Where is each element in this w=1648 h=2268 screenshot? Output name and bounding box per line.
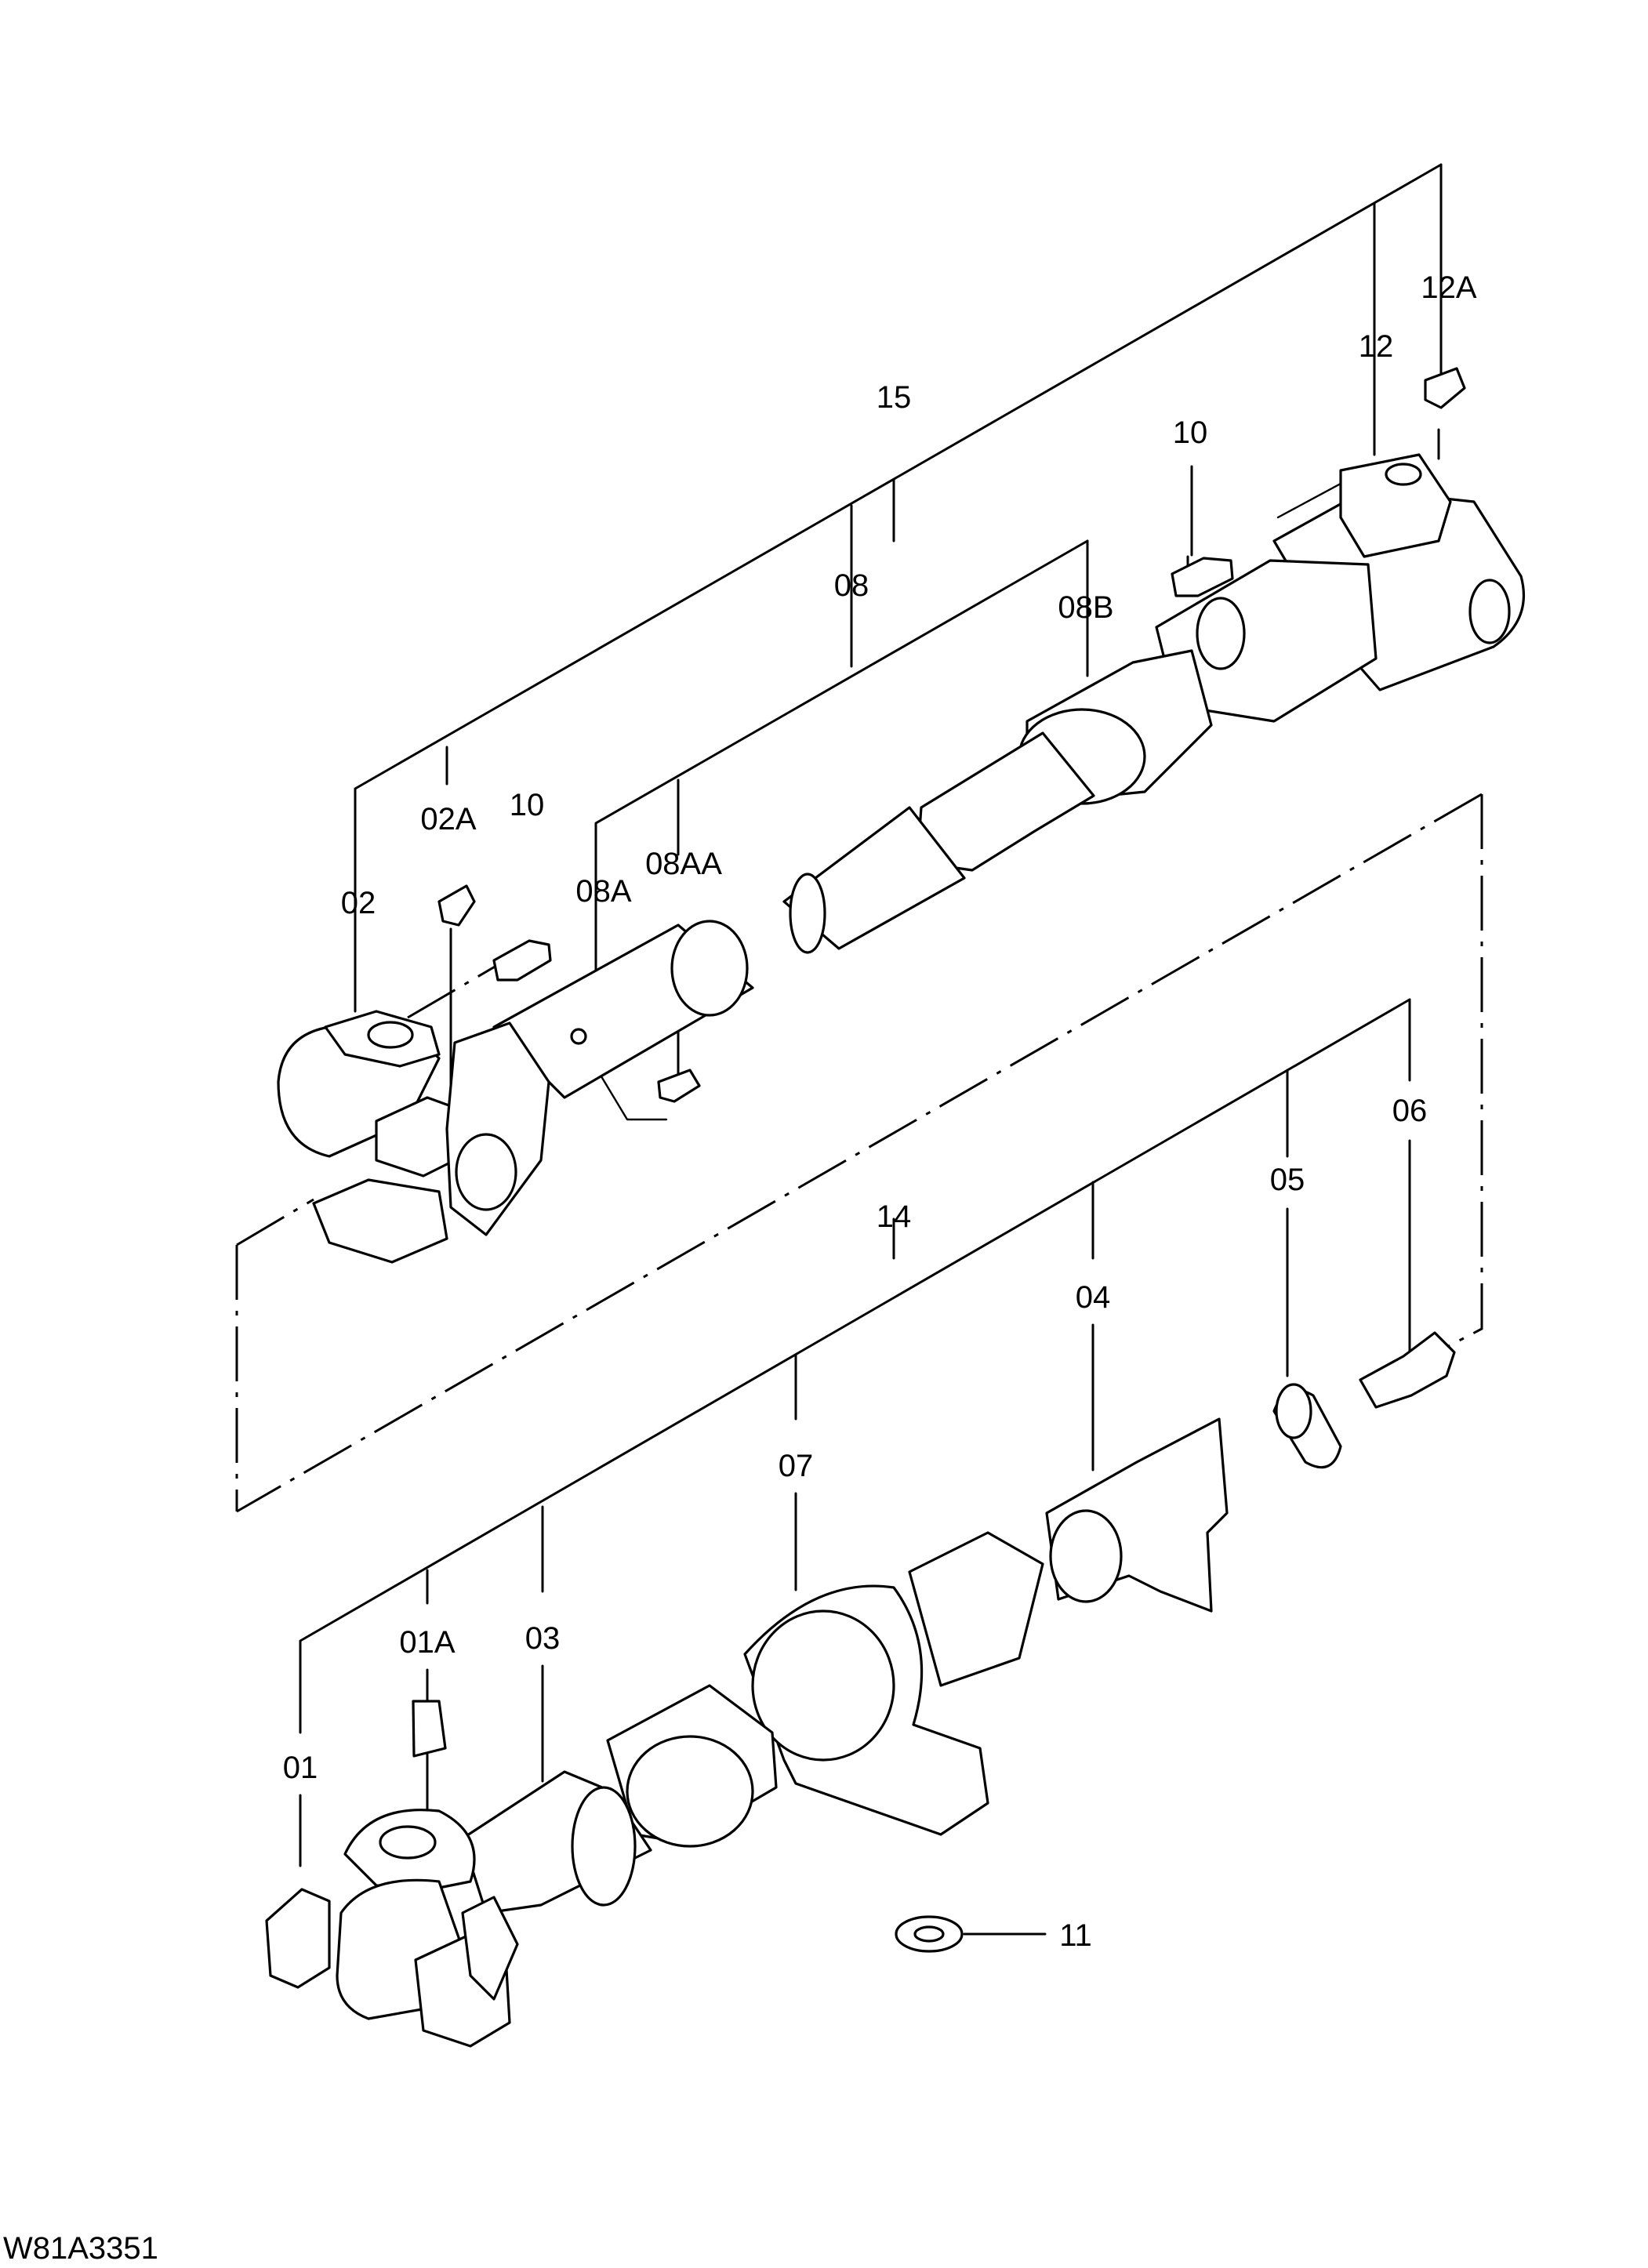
part-05-washer — [1272, 1383, 1342, 1469]
callout-01: 01 — [283, 1751, 318, 1785]
part-01-universal-joint — [265, 1809, 519, 2048]
upper-shaft-assembly — [277, 367, 1525, 1264]
callout-07: 07 — [779, 1449, 814, 1483]
callout-labels: 15 12A 12 10 08 08B 02A 10 02 08A 08AA 0… — [283, 270, 1477, 1953]
lower-shaft-assembly — [265, 1331, 1456, 2048]
callout-03: 03 — [525, 1621, 561, 1656]
part-08-splined-shaft — [782, 731, 1095, 954]
callout-14: 14 — [877, 1199, 912, 1234]
callout-12A: 12A — [1421, 270, 1476, 305]
part-08AA-grease-nipple — [657, 1069, 701, 1103]
callout-08A: 08A — [575, 874, 631, 909]
callout-11: 11 — [1059, 1918, 1092, 1953]
callout-15: 15 — [877, 380, 912, 415]
part-07-center-bearing — [606, 1531, 1044, 1848]
part-03-tube — [461, 1770, 652, 1914]
part-04-flange-yoke — [1045, 1417, 1229, 1613]
part-10-bolt-top — [1171, 557, 1234, 597]
part-06-bolt — [1359, 1331, 1456, 1409]
part-01A-grease-fitting — [412, 1700, 447, 1758]
part-11-washer — [895, 1915, 964, 1953]
part-02A-grease-fitting — [437, 884, 476, 927]
callout-08: 08 — [834, 568, 869, 603]
part-10-bolt-left — [492, 939, 552, 982]
callout-02A: 02A — [420, 802, 476, 836]
callout-08B: 08B — [1058, 590, 1113, 625]
callout-04: 04 — [1076, 1280, 1111, 1315]
callout-10-top: 10 — [1173, 415, 1208, 450]
callout-12: 12 — [1359, 329, 1394, 364]
part-08A-tube — [492, 920, 754, 1099]
part-12A-grease-fitting — [1424, 367, 1466, 409]
callout-02: 02 — [341, 886, 376, 920]
callout-06: 06 — [1392, 1094, 1428, 1128]
callout-05: 05 — [1270, 1163, 1305, 1197]
callout-08AA: 08AA — [645, 847, 722, 881]
figure-code: W81A3351 — [3, 2231, 158, 2266]
part-02-universal-joint — [277, 1010, 550, 1264]
callout-01A: 01A — [399, 1625, 455, 1660]
callout-10-left: 10 — [510, 788, 545, 822]
